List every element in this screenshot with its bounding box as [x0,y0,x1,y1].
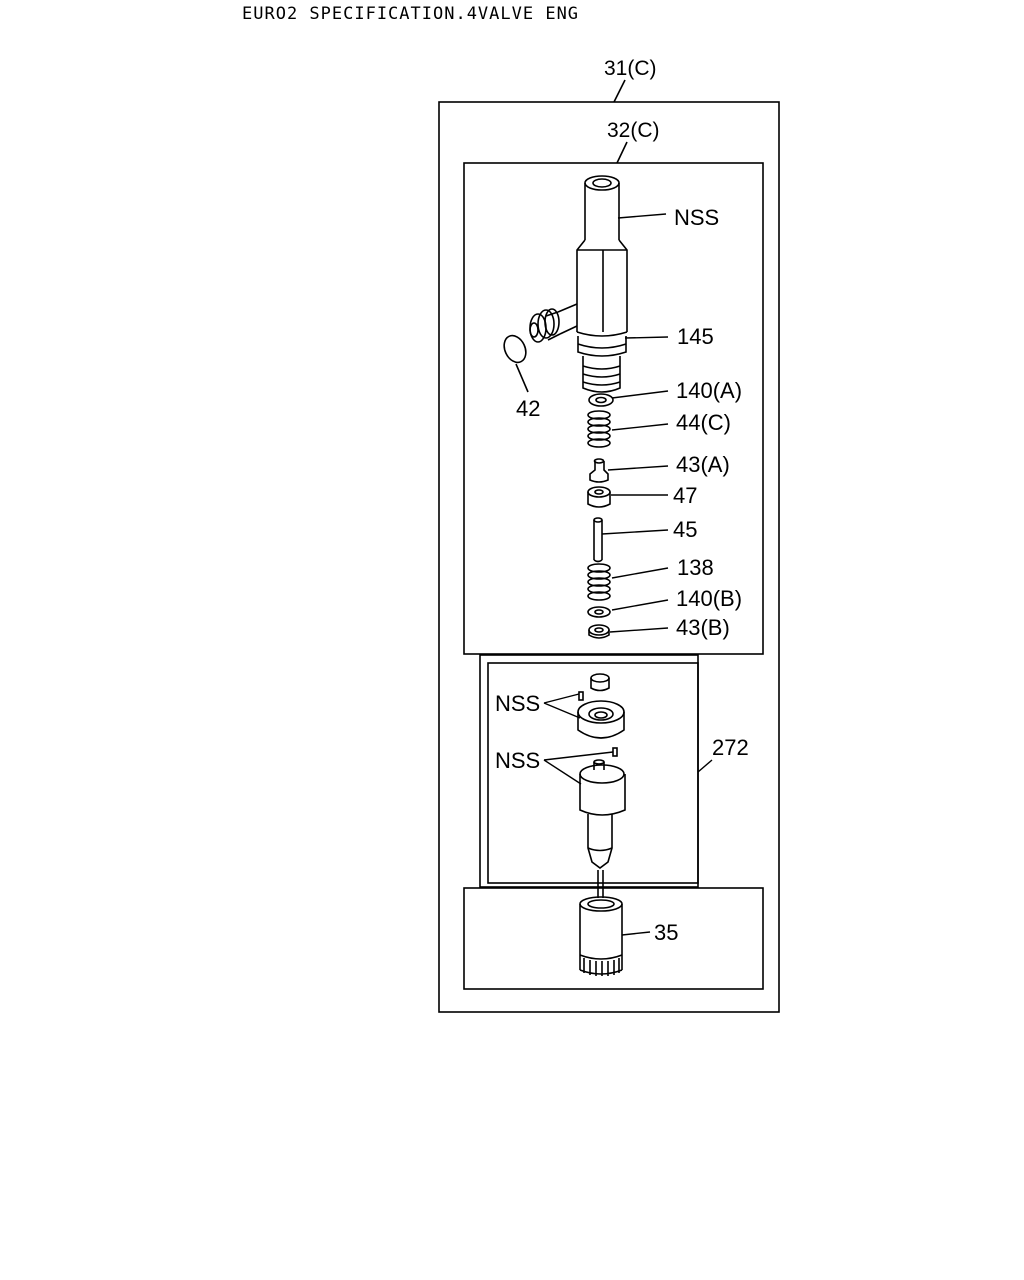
label-43b: 43(B) [676,615,730,640]
nozzle-body [579,759,626,869]
push-rod-43a [589,458,609,483]
label-44c: 44(C) [676,410,731,435]
outer-assembly-frame [438,101,780,1013]
label-140b: 140(B) [676,586,742,611]
rod-45 [593,517,603,563]
leader-lines [543,213,713,936]
spacer-47 [587,486,611,508]
label-43a: 43(A) [676,452,730,477]
label-138: 138 [677,555,714,580]
retaining-nut-frame [463,887,764,990]
intermediate-plate [577,700,625,739]
nozzle-frame-inner [487,662,699,884]
label-45: 45 [673,517,697,542]
label-nss-mid1: NSS [495,691,540,716]
label-47: 47 [673,483,697,508]
label-nss-top: NSS [674,205,719,230]
spring-44c [587,410,611,448]
nozzle-spacer [590,673,610,692]
label-140a: 140(A) [676,378,742,403]
part-labels: 31(C) 32(C) NSS 145 42 140(A) 44(C) 43(A… [495,57,749,945]
washer-140a [588,393,614,407]
seat-43b [588,624,610,639]
locating-pin-upper [578,691,584,701]
inner-assembly-frame [463,162,764,655]
o-ring-42 [503,334,527,364]
label-272: 272 [712,735,749,760]
label-35: 35 [654,920,678,945]
label-42: 42 [516,396,540,421]
diagram-title: EURO2 SPECIFICATION.4VALVE ENG [242,4,580,24]
retaining-nut-35 [579,896,623,976]
locating-pin-lower [612,747,618,757]
spring-138 [587,563,611,601]
label-nss-mid2: NSS [495,748,540,773]
label-145: 145 [677,324,714,349]
injector-body [529,175,628,393]
label-31c: 31(C) [604,57,657,80]
washer-140b [587,606,611,618]
label-32c: 32(C) [607,119,660,142]
